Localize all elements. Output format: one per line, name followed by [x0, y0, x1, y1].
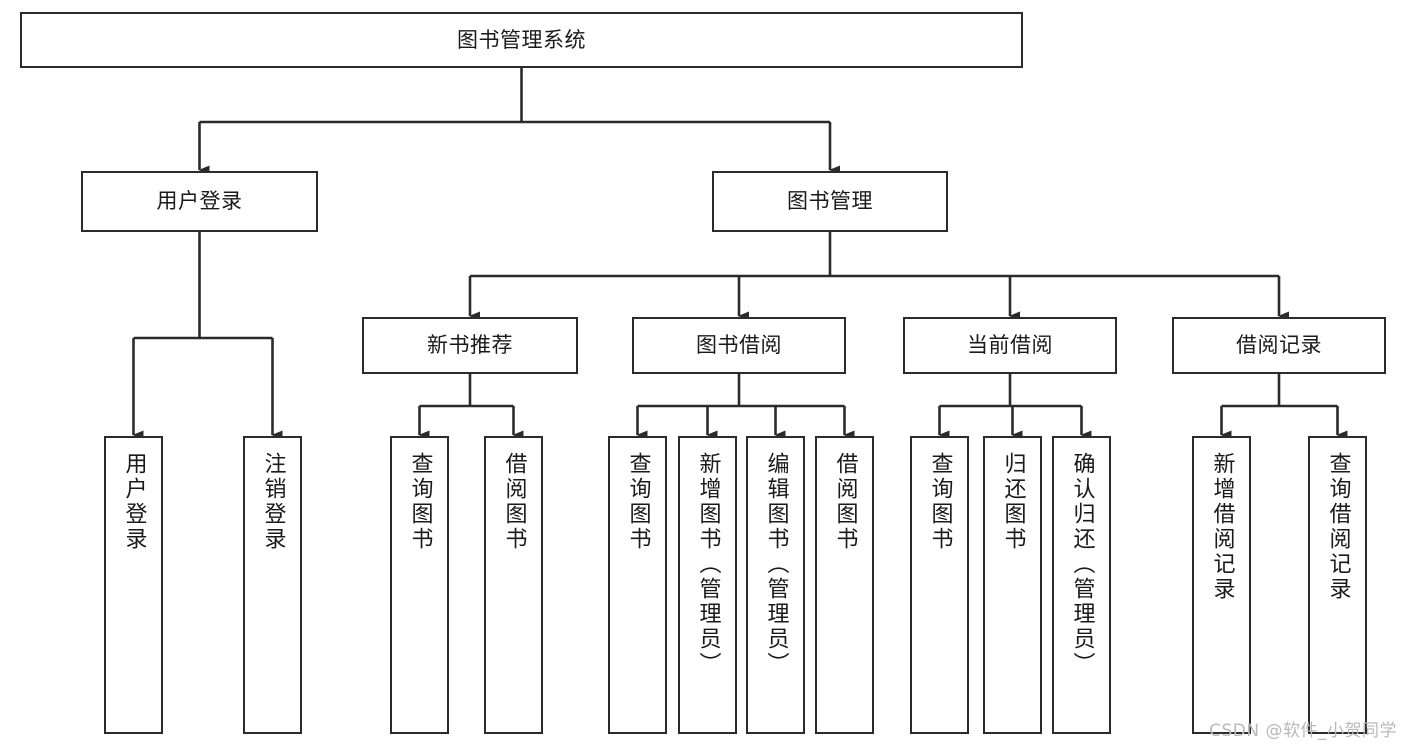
node-leaf-return[interactable]: 归还图书	[983, 436, 1042, 734]
node-leaf-query-1[interactable]: 查询图书	[390, 436, 449, 734]
node-label-leaf-borrow-1: 借阅图书	[501, 452, 527, 552]
node-label-root: 图书管理系统	[457, 27, 586, 52]
node-label-leaf-logout: 注销登录	[260, 452, 286, 552]
node-root[interactable]: 图书管理系统	[20, 12, 1023, 68]
node-label-leaf-query-1: 查询图书	[407, 452, 433, 552]
node-book-manage[interactable]: 图书管理	[712, 171, 948, 232]
node-label-leaf-edit-book: 编辑图书（管理员）	[763, 452, 789, 677]
node-current-borrow[interactable]: 当前借阅	[903, 317, 1117, 374]
node-new-book-rec[interactable]: 新书推荐	[362, 317, 578, 374]
node-leaf-add-rec[interactable]: 新增借阅记录	[1192, 436, 1251, 734]
node-label-new-book-rec: 新书推荐	[427, 333, 513, 358]
node-label-leaf-add-book: 新增图书（管理员）	[695, 452, 721, 677]
node-label-user-login: 用户登录	[156, 189, 243, 214]
node-user-login[interactable]: 用户登录	[81, 171, 318, 232]
node-label-book-manage: 图书管理	[787, 189, 873, 214]
node-leaf-add-book[interactable]: 新增图书（管理员）	[678, 436, 737, 734]
node-leaf-edit-book[interactable]: 编辑图书（管理员）	[746, 436, 805, 734]
node-leaf-logout[interactable]: 注销登录	[243, 436, 302, 734]
node-label-leaf-borrow-2: 借阅图书	[832, 452, 858, 552]
node-label-borrow-record: 借阅记录	[1236, 333, 1322, 358]
node-leaf-borrow-2[interactable]: 借阅图书	[815, 436, 874, 734]
node-leaf-query-rec[interactable]: 查询借阅记录	[1308, 436, 1367, 734]
node-label-leaf-query-rec: 查询借阅记录	[1325, 452, 1351, 602]
node-leaf-query-2[interactable]: 查询图书	[608, 436, 667, 734]
node-label-book-borrow: 图书借阅	[696, 333, 782, 358]
node-leaf-confirm[interactable]: 确认归还（管理员）	[1052, 436, 1111, 734]
node-label-leaf-confirm: 确认归还（管理员）	[1069, 452, 1095, 677]
node-borrow-record[interactable]: 借阅记录	[1172, 317, 1386, 374]
node-label-leaf-add-rec: 新增借阅记录	[1209, 452, 1235, 602]
edge-group	[132, 68, 1348, 440]
node-label-leaf-query-3: 查询图书	[927, 452, 953, 552]
node-leaf-query-3[interactable]: 查询图书	[910, 436, 969, 734]
node-book-borrow[interactable]: 图书借阅	[632, 317, 846, 374]
node-leaf-user-login[interactable]: 用户登录	[104, 436, 163, 734]
node-label-leaf-return: 归还图书	[1000, 452, 1026, 552]
node-label-leaf-query-2: 查询图书	[625, 452, 651, 552]
node-label-leaf-user-login: 用户登录	[121, 452, 147, 552]
node-leaf-borrow-1[interactable]: 借阅图书	[484, 436, 543, 734]
node-label-current-borrow: 当前借阅	[967, 333, 1053, 358]
